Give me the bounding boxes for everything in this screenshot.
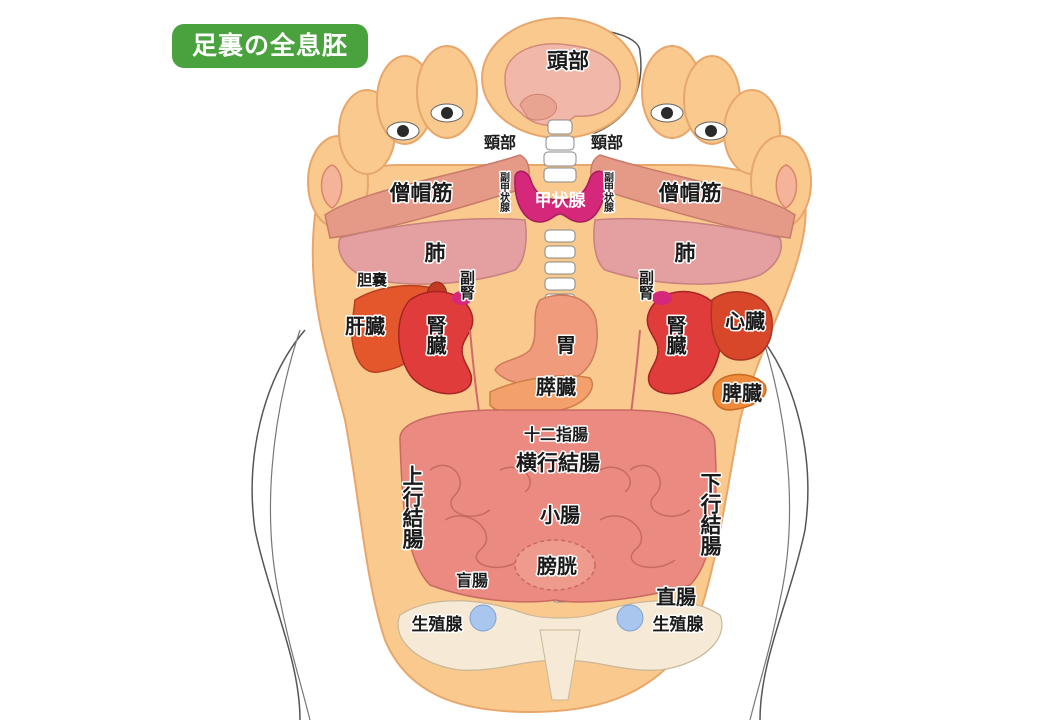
label-trapezius-right: 僧帽筋 [659,181,722,205]
label-bladder: 膀胱 [536,554,577,578]
title-badge: 足裏の全息胚 [172,24,368,68]
label-pancreas: 膵臓 [536,375,576,399]
label-neck-right: 頸部 [591,133,623,152]
arm-left-outline [269,329,311,721]
toe-left-2 [416,45,478,139]
eye-left-inner-pupil [441,107,453,119]
label-rectum: 直腸 [656,585,696,609]
label-lung-left: 肺 [425,241,446,265]
adrenal-left-shape [452,291,472,305]
eyes [386,103,728,141]
label-spleen: 脾臓 [722,381,762,405]
label-thyroid: 甲状腺 [535,190,587,211]
label-liver: 肝臓 [345,314,385,338]
label-heart: 心臓 [725,309,765,333]
trapezius-left [324,154,530,239]
eye-right-outer-pupil [705,125,717,137]
label-transverse-colon: 横行結腸 [516,451,600,475]
cerebellum [519,93,557,121]
sacrum [539,629,581,701]
label-parathyroid-right: 副甲状腺 [602,171,614,213]
spleen-shape [712,373,767,411]
label-duodenum: 十二指腸 [524,425,588,444]
label-stomach: 胃 [556,333,576,357]
lung-right [593,217,782,285]
label-cecum: 盲腸 [456,571,488,590]
label-gonad-right: 生殖腺 [653,614,705,635]
adrenal-right-shape [652,291,672,305]
gonad-left-shape [469,604,497,632]
arm-right-outline [749,329,791,721]
lung-left [338,217,527,285]
label-neck-left: 頸部 [484,133,516,152]
trapezius-right [590,154,796,239]
large-intestine [399,409,717,603]
label-gonad-left: 生殖腺 [412,614,464,635]
label-ascending-colon: 上行結腸 [400,465,425,550]
thyroid [514,170,606,223]
heart-shape [710,291,773,361]
eye-left-outer-pupil [397,125,409,137]
label-adrenal-left: 副腎 [458,270,476,301]
kidney-right [646,290,722,395]
bladder-shape [514,539,596,591]
small-intestine-coils [429,464,691,569]
label-descending-colon: 下行結腸 [698,472,723,557]
label-gallbladder: 胆嚢 [357,271,387,289]
ear-right [775,164,798,209]
label-kidney-right: 腎臓 [663,315,687,356]
label-head: 頭部 [547,49,589,73]
label-parathyroid-left: 副甲状腺 [498,171,510,213]
label-kidney-left: 腎臓 [423,315,447,356]
label-small-intestine: 小腸 [540,503,580,527]
eye-right-inner-pupil [661,107,673,119]
label-adrenal-right: 副腎 [637,270,655,301]
label-lung-right: 肺 [675,241,696,265]
gonad-right-shape [616,604,644,632]
label-trapezius-left: 僧帽筋 [390,181,453,205]
ear-left [320,164,343,209]
